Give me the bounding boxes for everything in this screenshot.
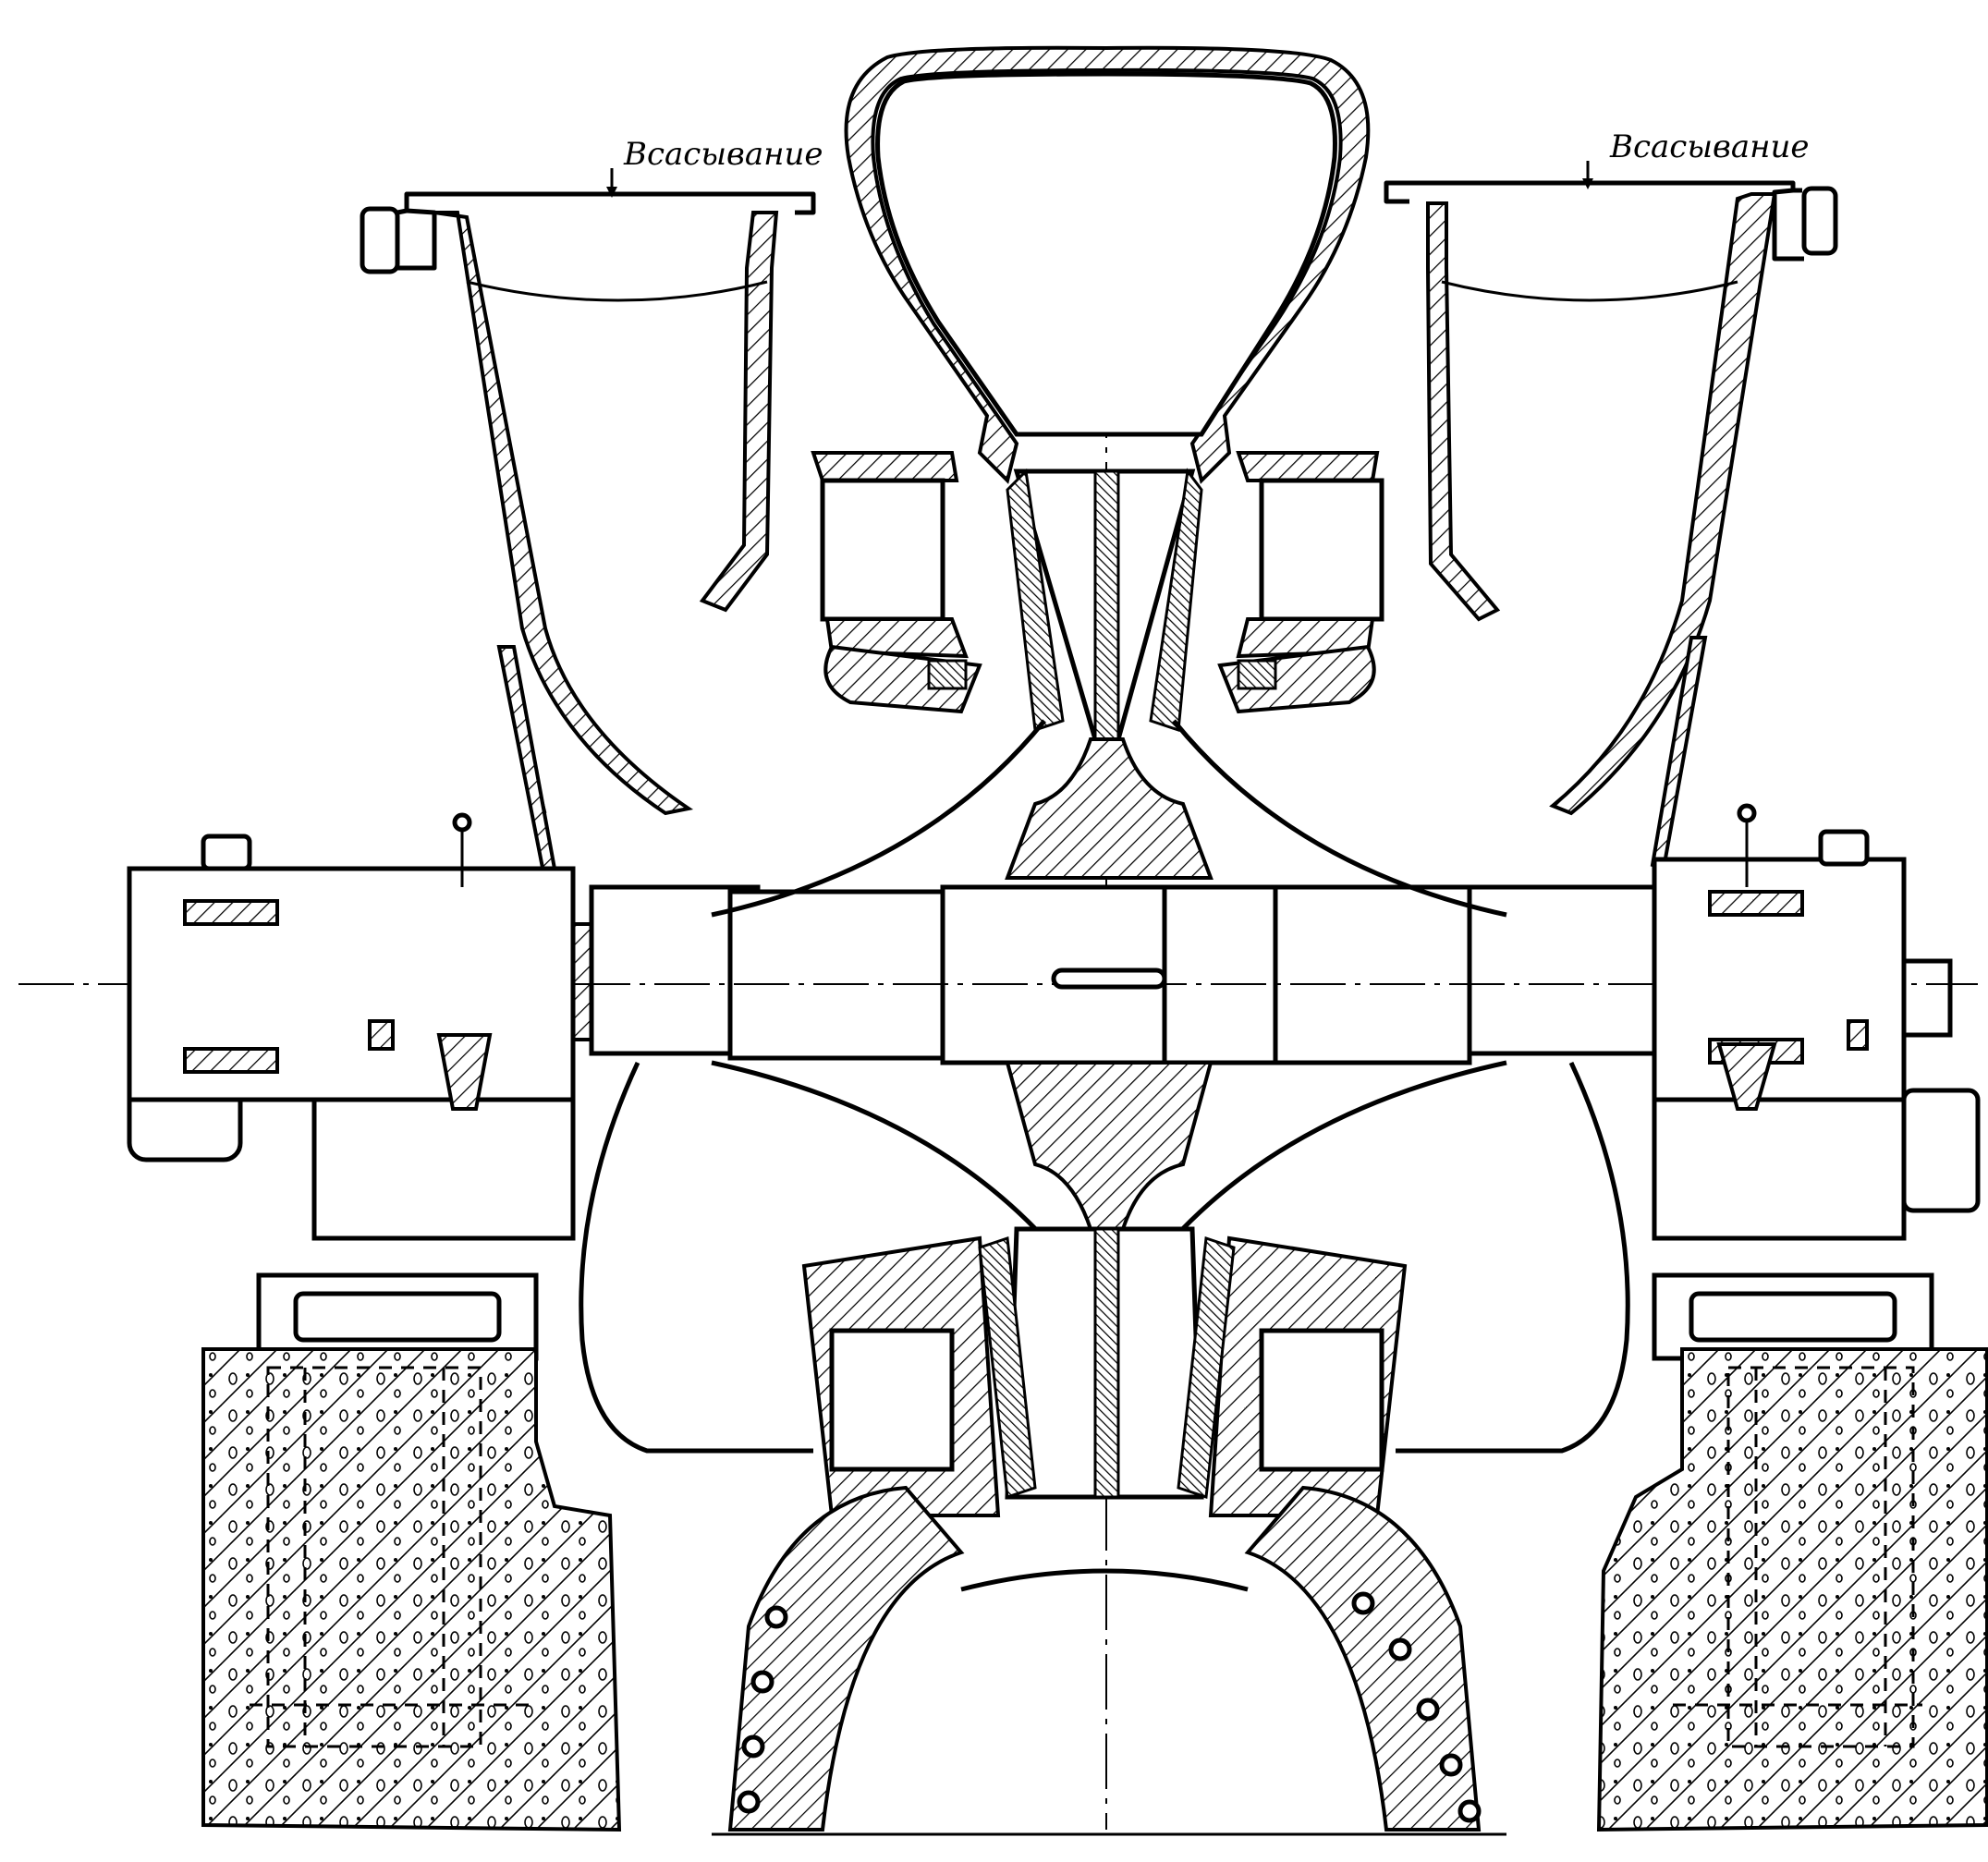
upper-inner-casing (811, 451, 1384, 714)
right-bearing-housing (1652, 803, 1981, 1241)
left-pedestal (256, 1272, 539, 1361)
flange-bolts (737, 1591, 1482, 1823)
left-concrete-foundation (201, 1347, 622, 1832)
right-pedestal (1652, 1272, 1934, 1361)
left-bearing-housing (127, 812, 576, 1241)
right-suction-nozzle (1384, 180, 1838, 871)
upper-volute (844, 45, 1371, 484)
suction-label-right: Всасывание (1582, 128, 1810, 189)
lower-volute (579, 1061, 1630, 1517)
upper-diffuser (1006, 468, 1203, 742)
suction-label-left-text: Всасывание (623, 136, 823, 173)
lower-discharge-flange (712, 1485, 1506, 1836)
suction-label-right-text: Всасывание (1609, 128, 1810, 165)
right-concrete-foundation (1596, 1347, 1988, 1832)
suction-label-left: Всасывание (606, 136, 823, 198)
left-suction-nozzle (360, 191, 816, 875)
impeller-hub (711, 719, 1507, 1240)
